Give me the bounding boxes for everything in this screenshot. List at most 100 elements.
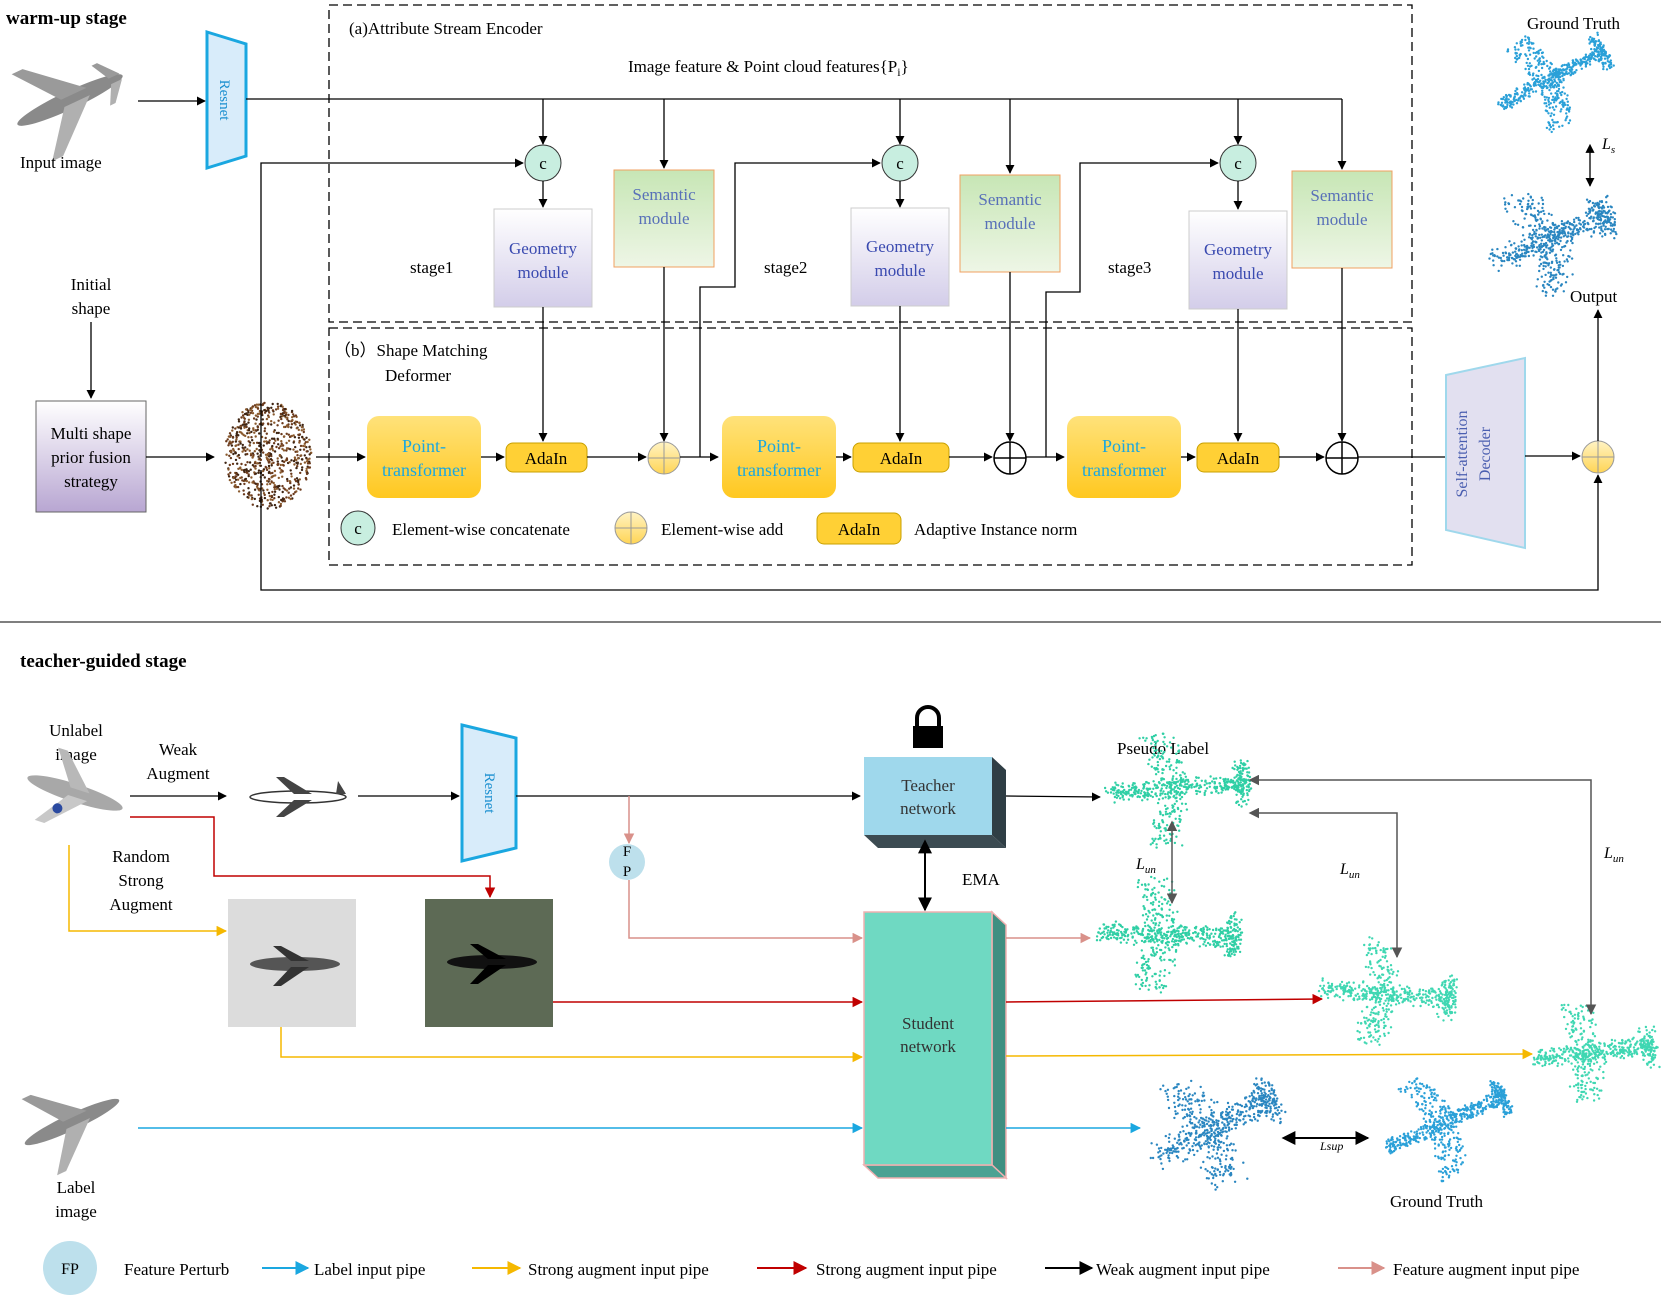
decoder-label-2: Decoder [1477, 426, 1494, 481]
adain-label-2: AdaIn [880, 449, 923, 468]
point-transformer-2-label-2: transformer [737, 460, 821, 480]
semantic-module-3-label-2: module [1317, 210, 1368, 229]
decoder-label-1: Self-attention [1454, 410, 1471, 497]
random-strong-label-3: Augment [109, 895, 173, 914]
geometry-module-2 [850, 207, 950, 307]
teacher-label-1: Teacher [901, 776, 955, 795]
semantic-module-3-label-1: Semantic [1310, 186, 1374, 205]
teacher-resnet-label: Resnet [481, 773, 497, 815]
point-transformer-1 [367, 416, 481, 498]
legend-fp-label: Feature Perturb [124, 1260, 229, 1279]
feature-augment-output-cloud [1095, 875, 1244, 994]
warmup-output-cloud [1488, 192, 1618, 297]
ema-label: EMA [962, 870, 1001, 889]
input-airplane-icon [11, 63, 123, 162]
concat-symbol-3: c [1234, 154, 1242, 173]
label-image-label-1: Label [57, 1178, 96, 1197]
label-output-cloud [1149, 1077, 1287, 1191]
geometry-module-3 [1188, 210, 1288, 310]
stage2-label: stage2 [764, 258, 807, 277]
initial-shape-label-1: Initial [71, 275, 112, 294]
strong-red-output-cloud [1317, 936, 1459, 1047]
multi-shape-label-2: prior fusion [51, 448, 131, 467]
weak-augment-label-1: Weak [159, 740, 198, 759]
teacher-ground-truth-cloud [1384, 1077, 1514, 1183]
legend-concat-letter: c [354, 519, 362, 538]
warmup-ground-truth-cloud [1497, 31, 1615, 134]
geometry-module-1 [493, 208, 593, 308]
random-strong-label-2: Strong [118, 871, 164, 890]
teacher-network-box [864, 757, 1006, 848]
self-attention-decoder [1445, 356, 1526, 550]
loss-s-label: Ls [1601, 136, 1615, 156]
student-label-2: network [900, 1037, 956, 1056]
legend-adain-symbol [816, 512, 902, 545]
geometry-module-3-label-1: Geometry [1204, 240, 1272, 259]
geometry-module-2-label-2: module [875, 261, 926, 280]
semantic-module-1 [613, 169, 715, 268]
pseudo-label-label: Pseudo Label [1117, 739, 1209, 758]
adain-label-1: AdaIn [525, 449, 568, 468]
semantic-module-2-label-1: Semantic [978, 190, 1042, 209]
loss-un-label-1: Lun [1135, 856, 1156, 876]
shape-matching-deformer-box [328, 327, 1413, 566]
legend-strong-yellow-pipe: Strong augment input pipe [528, 1260, 709, 1279]
point-transformer-2-label-1: Point- [757, 436, 801, 456]
warmup-ground-truth-label: Ground Truth [1527, 14, 1621, 33]
legend-feature-pipe: Feature augment input pipe [1393, 1260, 1579, 1279]
weak-augment-airplane-icon [249, 777, 347, 817]
random-strong-label-1: Random [112, 847, 170, 866]
legend-fp-circle [43, 1241, 97, 1295]
teacher-title: teacher-guided stage [20, 651, 187, 672]
legend-weak-pipe: Weak augment input pipe [1096, 1260, 1270, 1279]
loss-sup-label: Lsup [1319, 1139, 1343, 1153]
resnet-label: Resnet [216, 80, 232, 122]
weak-augment-label-2: Augment [146, 764, 210, 783]
multi-shape-label-1: Multi shape [51, 424, 132, 443]
geometry-module-2-label-1: Geometry [866, 237, 934, 256]
point-transformer-3 [1067, 416, 1181, 498]
strong-yellow-output-cloud [1532, 1003, 1661, 1104]
point-transformer-3-label-1: Point- [1102, 436, 1146, 456]
geometry-module-3-label-2: module [1213, 264, 1264, 283]
legend-fp-text: FP [61, 1261, 79, 1278]
unlabel-airplane-icon [27, 747, 123, 823]
label-airplane-icon [21, 1094, 120, 1176]
legend-add-label: Element-wise add [661, 520, 784, 539]
label-image-label-2: image [55, 1202, 97, 1221]
dark-augment-airplane-icon [447, 944, 537, 984]
concat-symbol-2: c [896, 154, 904, 173]
geometry-module-1-label-1: Geometry [509, 239, 577, 258]
teacher-ground-truth-label: Ground Truth [1390, 1192, 1484, 1211]
initial-point-cloud [224, 401, 313, 510]
warmup-title: warm-up stage [6, 8, 127, 29]
point-transformer-2 [722, 416, 836, 498]
input-image-label: Input image [20, 153, 102, 172]
initial-shape-label-2: shape [72, 299, 111, 318]
fp-label-1: F [623, 844, 631, 860]
point-transformer-3-label-2: transformer [1082, 460, 1166, 480]
feature-perturb-node [609, 844, 645, 880]
semantic-module-2 [959, 174, 1061, 273]
student-label-1: Student [902, 1014, 954, 1033]
loss-un-label-3: Lun [1603, 845, 1624, 865]
semantic-module-1-label-1: Semantic [632, 185, 696, 204]
multi-shape-label-3: strategy [64, 472, 118, 491]
point-transformer-1-label-1: Point- [402, 436, 446, 456]
encoder-title: (a)Attribute Stream Encoder [349, 19, 543, 38]
stage1-label: stage1 [410, 258, 453, 277]
geometry-module-1-label-2: module [518, 263, 569, 282]
lock-icon [913, 705, 943, 748]
semantic-module-3 [1291, 170, 1393, 269]
semantic-module-1-label-2: module [639, 209, 690, 228]
features-label: Image feature & Point cloud features{Pi} [628, 57, 909, 79]
deformer-title-2: Deformer [385, 366, 451, 385]
loss-un-label-2: Lun [1339, 861, 1360, 881]
warmup-output-label: Output [1570, 287, 1618, 306]
deformer-title-1: （b）Shape Matching [334, 341, 488, 360]
fp-label-2: P [623, 864, 631, 880]
point-transformer-1-label-2: transformer [382, 460, 466, 480]
teacher-resnet-block [460, 723, 518, 863]
